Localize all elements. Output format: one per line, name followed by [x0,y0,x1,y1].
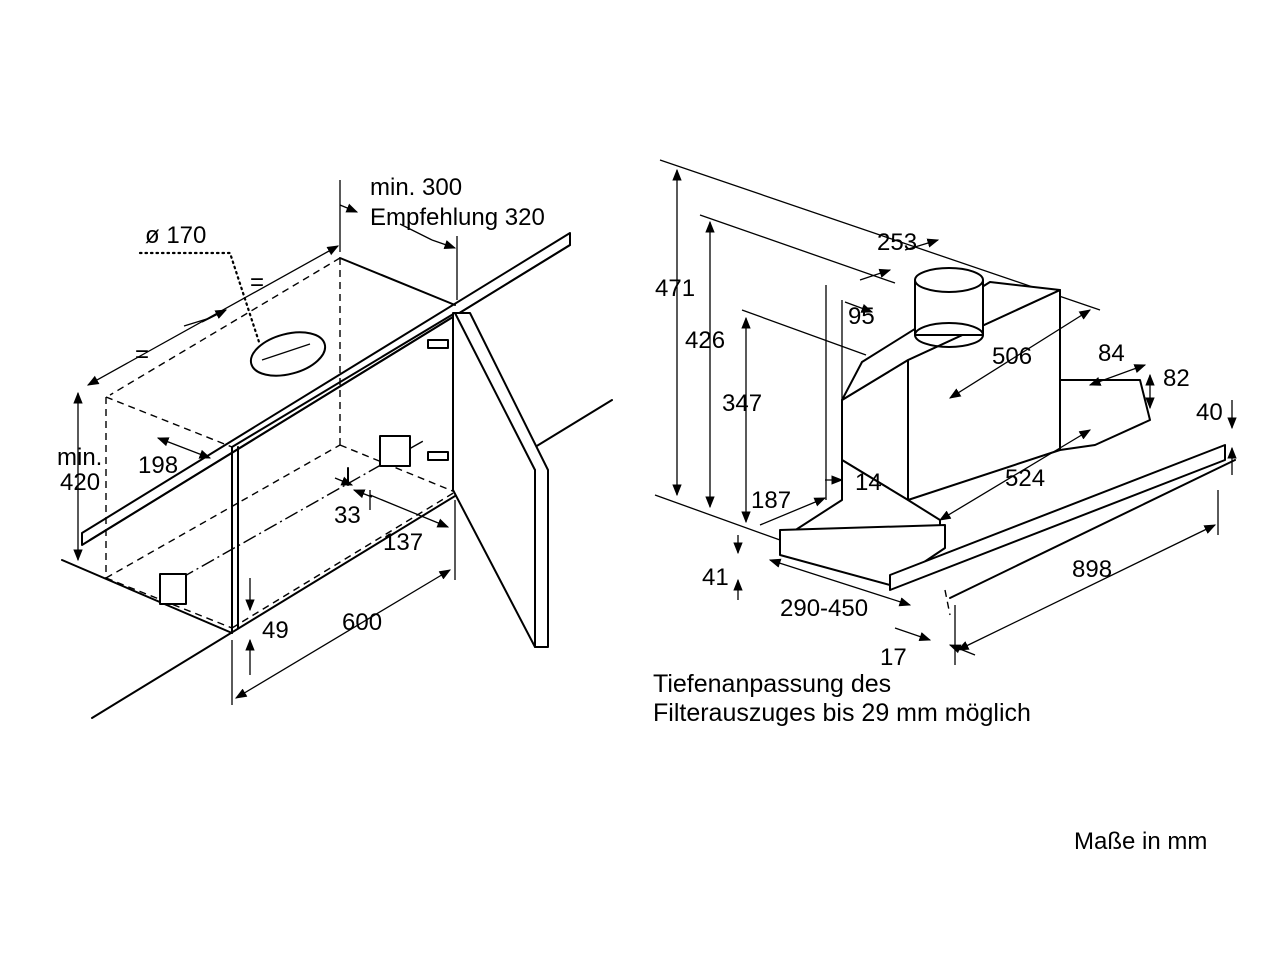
ext-471-top [659,159,1101,311]
cabinet-top-rear-edge [89,244,571,541]
dim-17-arrow-right [948,644,976,656]
dim-600-line [234,569,452,699]
cabinet-top-inner-line [231,312,456,448]
hidden-rear-top [109,257,341,396]
cabinet-installation-view: ø 170 min. 300 Empfehlung 320 = = min. 4… [57,174,613,719]
label-min-300: min. 300 [370,174,462,201]
hidden-left-bottom [105,577,233,629]
label-290-450: 290-450 [780,595,868,622]
label-426: 426 [685,327,725,354]
label-898: 898 [1072,556,1112,583]
dim-min300-line [399,223,433,241]
dim-898-line [956,524,1217,651]
label-14: 14 [855,469,882,496]
dim-524-line [938,429,1092,521]
dim-17-arrow-left [894,627,932,642]
label-198: 198 [138,452,178,479]
dim-84-line [1088,364,1147,386]
mounting-bracket-rear [379,435,411,467]
label-82: 82 [1163,365,1190,392]
label-600: 600 [342,609,382,636]
label-recommendation-320: Empfehlung 320 [370,204,545,231]
duct-opening [249,331,327,377]
dim-equal-line [86,245,340,386]
cabinet-door-top-edge [454,312,536,471]
dim-253-left [859,268,892,281]
dim-506-line [949,309,1091,399]
label-min: min. [57,444,102,471]
label-347: 347 [722,390,762,417]
label-84: 84 [1098,340,1125,367]
label-506: 506 [992,343,1032,370]
floor-line-left [61,559,233,634]
dim-33-arrow-right [352,489,373,499]
label-duct-diameter: ø 170 [145,222,206,249]
label-equal-2: = [135,341,149,368]
dim-290-450-line [768,558,912,607]
label-95: 95 [848,303,875,330]
label-equal-1: = [250,269,264,296]
ext-347-top [741,309,867,356]
hinge-top [427,339,449,349]
ext-bottom [654,494,781,541]
dim-198-line [156,437,212,459]
appliance-dimension-view: 471 426 347 253 95 506 84 82 40 14 187 5… [653,159,1237,727]
label-49: 49 [262,617,289,644]
label-420: 420 [60,469,100,496]
cabinet-top-depth-line [339,257,456,306]
label-33: 33 [334,502,361,529]
dim-equal-mid-tick [183,317,211,327]
dim-min300-arrow-left [339,203,359,213]
label-137: 137 [383,529,423,556]
dim-33-arrow-left [334,476,354,486]
dim-187-line [759,497,827,526]
label-524: 524 [1005,465,1045,492]
note-depth-adjustment-line-2: Filterauszuges bis 29 mm möglich [653,699,1031,727]
base-rail-hidden [944,589,951,616]
exhaust-spigot-top [914,267,984,293]
hinge-bottom [427,451,449,461]
label-187: 187 [751,487,791,514]
label-17: 17 [880,644,907,671]
cabinet-door [452,312,549,648]
label-41: 41 [702,564,729,591]
hidden-left-top [105,396,233,448]
hidden-bottom-rear [105,444,341,579]
dim-equal-mid-arrow [201,309,228,323]
dim-137-line [369,494,450,528]
dim-253-right [904,238,940,251]
dim-95-line [844,301,874,313]
mounting-bracket-front [159,573,187,605]
dim-min300-arrow-right [431,239,457,249]
units-note: Maße in mm [1074,828,1207,855]
label-471: 471 [655,275,695,302]
ext-426-top [699,214,896,284]
hidden-bottom-depth [339,444,456,493]
label-253: 253 [877,229,917,256]
label-40: 40 [1196,399,1223,426]
note-depth-adjustment-line-1: Tiefenanpassung des [653,670,891,698]
